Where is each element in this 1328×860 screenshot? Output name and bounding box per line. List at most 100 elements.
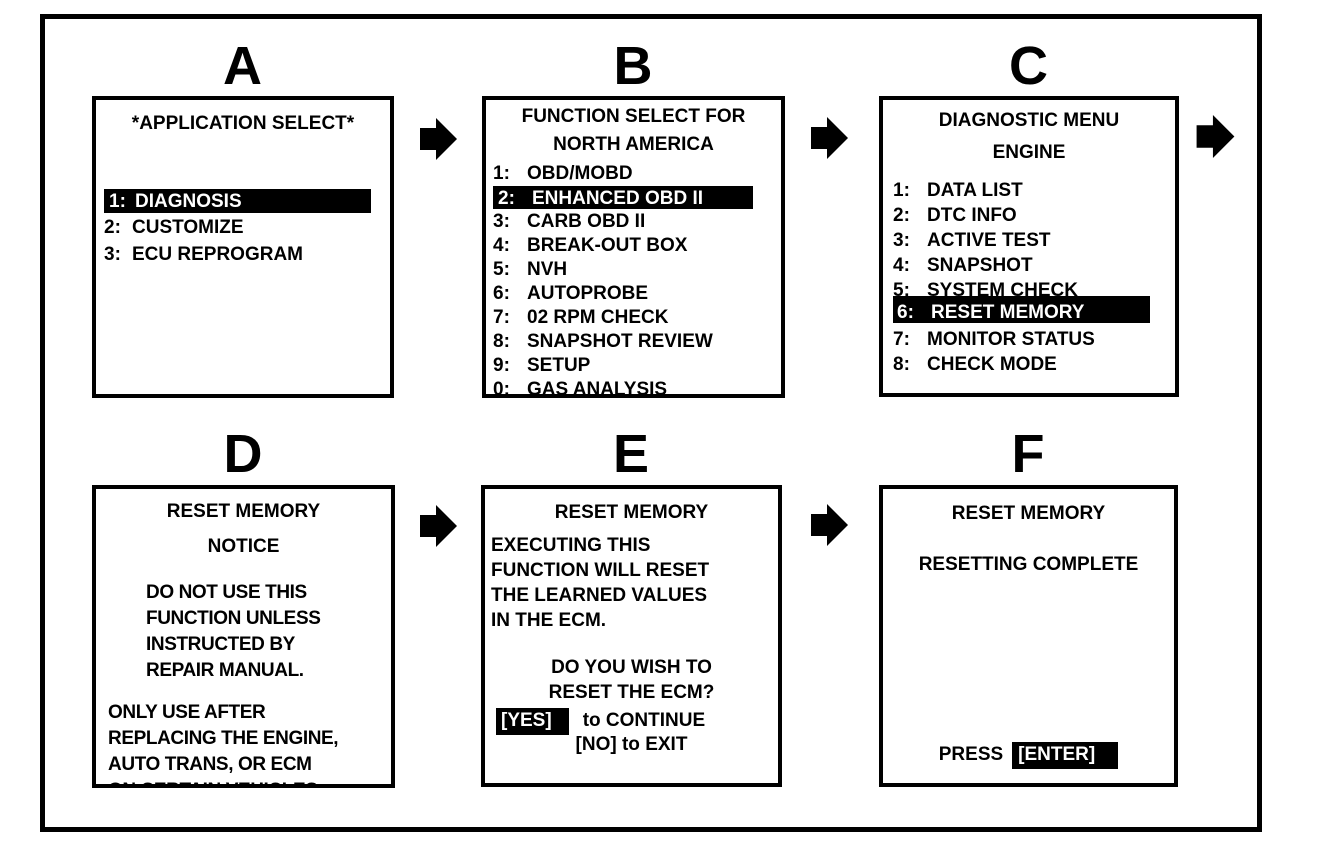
status-text: RESETTING COMPLETE xyxy=(918,554,1139,575)
menu-item-number: 6: xyxy=(897,302,914,323)
menu-item-number: 8: xyxy=(893,354,910,375)
menu-item: 1:DATA LIST xyxy=(883,179,1175,204)
text-line: FUNCTION WILL RESET xyxy=(491,560,710,581)
menu-item-number: 7: xyxy=(493,307,510,328)
yes-option-line: [YES]to CONTINUE xyxy=(496,708,778,735)
text-line: FUNCTION UNLESS xyxy=(146,608,321,629)
text-line: RESET THE ECM? xyxy=(548,682,715,703)
flow-arrow-icon xyxy=(420,505,457,547)
screen-title-line2: ENGINE xyxy=(992,142,1066,163)
menu-item-number: 3: xyxy=(104,244,121,265)
text-line: DO YOU WISH TO xyxy=(551,657,712,678)
menu-item-number: 9: xyxy=(493,355,510,376)
text-line: DO NOT USE THIS xyxy=(146,582,307,603)
menu-item: 6: AUTOPROBE xyxy=(486,282,781,306)
press-label: PRESS xyxy=(938,744,1004,765)
confirm-prompt: DO YOU WISH TO RESET THE ECM? xyxy=(485,655,778,705)
flow-arrow-icon xyxy=(420,118,457,160)
flow-arrow-icon xyxy=(811,117,848,159)
no-option-line: [NO] to EXIT xyxy=(575,734,688,755)
menu-item-number: 5: xyxy=(493,259,510,280)
menu-item-number: 5: xyxy=(893,280,910,301)
text-line: AUTO TRANS, OR ECM xyxy=(108,754,312,775)
text-line: ON CERTAIN VEHICLES. xyxy=(108,778,391,784)
menu-item: 1: OBD/MOBD xyxy=(486,162,781,186)
menu-item-label: CUSTOMIZE xyxy=(132,217,244,238)
menu-item-label: SNAPSHOT REVIEW xyxy=(527,331,713,352)
menu-item: 4: BREAK-OUT BOX xyxy=(486,234,781,258)
screen-title: RESET MEMORY xyxy=(554,502,709,523)
menu-item-label: DTC INFO xyxy=(927,205,1017,226)
menu-item: 6: RESET MEMORY xyxy=(893,300,1150,323)
screen-b-function-select: FUNCTION SELECT FOR NORTH AMERICA 1: OBD/… xyxy=(482,96,785,398)
menu-item: 2: ENHANCED OBD II xyxy=(493,186,753,209)
menu-item: 8: SNAPSHOT REVIEW xyxy=(486,330,781,354)
menu-item-label: AUTOPROBE xyxy=(527,283,649,304)
menu-item: 2: CUSTOMIZE xyxy=(96,216,390,243)
menu-item-number: 8: xyxy=(493,331,510,352)
menu-item-label: NVH xyxy=(527,259,568,280)
screen-title-line1: DIAGNOSTIC MENU xyxy=(938,110,1120,131)
menu-item-number: 4: xyxy=(493,235,510,256)
menu-item: 5: NVH xyxy=(486,258,781,282)
menu-item-number: 3: xyxy=(493,211,510,232)
menu-item-label: RESET MEMORY xyxy=(931,302,1085,323)
text-line: REPLACING THE ENGINE, xyxy=(108,728,339,749)
menu-item-label: BREAK-OUT BOX xyxy=(527,235,688,256)
step-letter-a: A xyxy=(223,36,263,96)
text-line: THE LEARNED VALUES xyxy=(491,585,708,606)
menu-item: 3:CARB OBD II xyxy=(486,210,781,234)
menu-item: 4: SNAPSHOT xyxy=(883,254,1175,279)
warning-text: EXECUTING THIS FUNCTION WILL RESET THE LEA… xyxy=(491,533,778,633)
menu-item-label: 02 RPM CHECK xyxy=(527,307,669,328)
press-enter-line: PRESS[ENTER] xyxy=(883,742,1174,769)
menu-item: 1: DIAGNOSIS xyxy=(104,189,371,213)
step-letter-e: E xyxy=(612,424,651,484)
menu-item: 8:CHECK MODE xyxy=(883,353,1175,378)
text-line: ONLY USE AFTER xyxy=(108,702,266,723)
menu-item-label: ENHANCED OBD II xyxy=(532,188,704,209)
menu-item-number: 2: xyxy=(104,217,121,238)
screen-title: RESET MEMORY xyxy=(951,503,1106,524)
menu-item-number: 1: xyxy=(109,191,126,212)
menu-item-label: GAS ANALYSIS xyxy=(527,379,668,398)
screen-e-reset-memory-confirm: RESET MEMORY EXECUTING THIS FUNCTION WILL… xyxy=(481,485,782,787)
menu-item-number: 7: xyxy=(893,329,910,350)
menu-item-number: 1: xyxy=(493,163,510,184)
menu-item-number: 0: xyxy=(493,379,510,398)
menu-list: 1: DIAGNOSIS 2: CUSTOMIZE 3: ECU REPROGRAM xyxy=(96,189,390,270)
screen-title-line1: FUNCTION SELECT FOR xyxy=(521,106,746,127)
menu-item-number: 2: xyxy=(893,205,910,226)
menu-item-label: ECU REPROGRAM xyxy=(132,244,304,265)
menu-item-label: SNAPSHOT xyxy=(927,255,1033,276)
menu-item-label: ACTIVE TEST xyxy=(927,230,1051,251)
menu-item-label: MONITOR STATUS xyxy=(927,329,1095,350)
menu-item: 2: DTC INFO xyxy=(883,204,1175,229)
menu-item-label: SETUP xyxy=(527,355,591,376)
screen-title-line2: NORTH AMERICA xyxy=(553,134,714,155)
menu-item: 0: GAS ANALYSIS xyxy=(486,378,781,398)
yes-action-text: to CONTINUE xyxy=(582,710,706,731)
menu-item: 9: SETUP xyxy=(486,354,781,378)
menu-item-number: 6: xyxy=(493,283,510,304)
menu-item-number: 2: xyxy=(498,188,515,209)
menu-item-label: DATA LIST xyxy=(927,180,1023,201)
figure-border xyxy=(40,14,1262,832)
menu-item: 7: MONITOR STATUS xyxy=(883,328,1175,353)
menu-item-number: 3: xyxy=(893,230,910,251)
menu-item-label: DIAGNOSIS xyxy=(135,191,242,212)
menu-item: 3: ECU REPROGRAM xyxy=(96,243,390,270)
menu-item-label: OBD/MOBD xyxy=(527,163,633,184)
menu-item-label: SYSTEM CHECK xyxy=(927,280,1078,301)
menu-item: 5: SYSTEM CHECK xyxy=(893,279,1150,301)
menu-item-number: 4: xyxy=(893,255,910,276)
text-line: REPAIR MANUAL. xyxy=(146,660,304,681)
text-line: EXECUTING THIS xyxy=(491,535,651,556)
step-letter-c: C xyxy=(1009,36,1049,96)
notice-paragraph: ONLY USE AFTER REPLACING THE ENGINE, AUTO … xyxy=(108,700,391,784)
